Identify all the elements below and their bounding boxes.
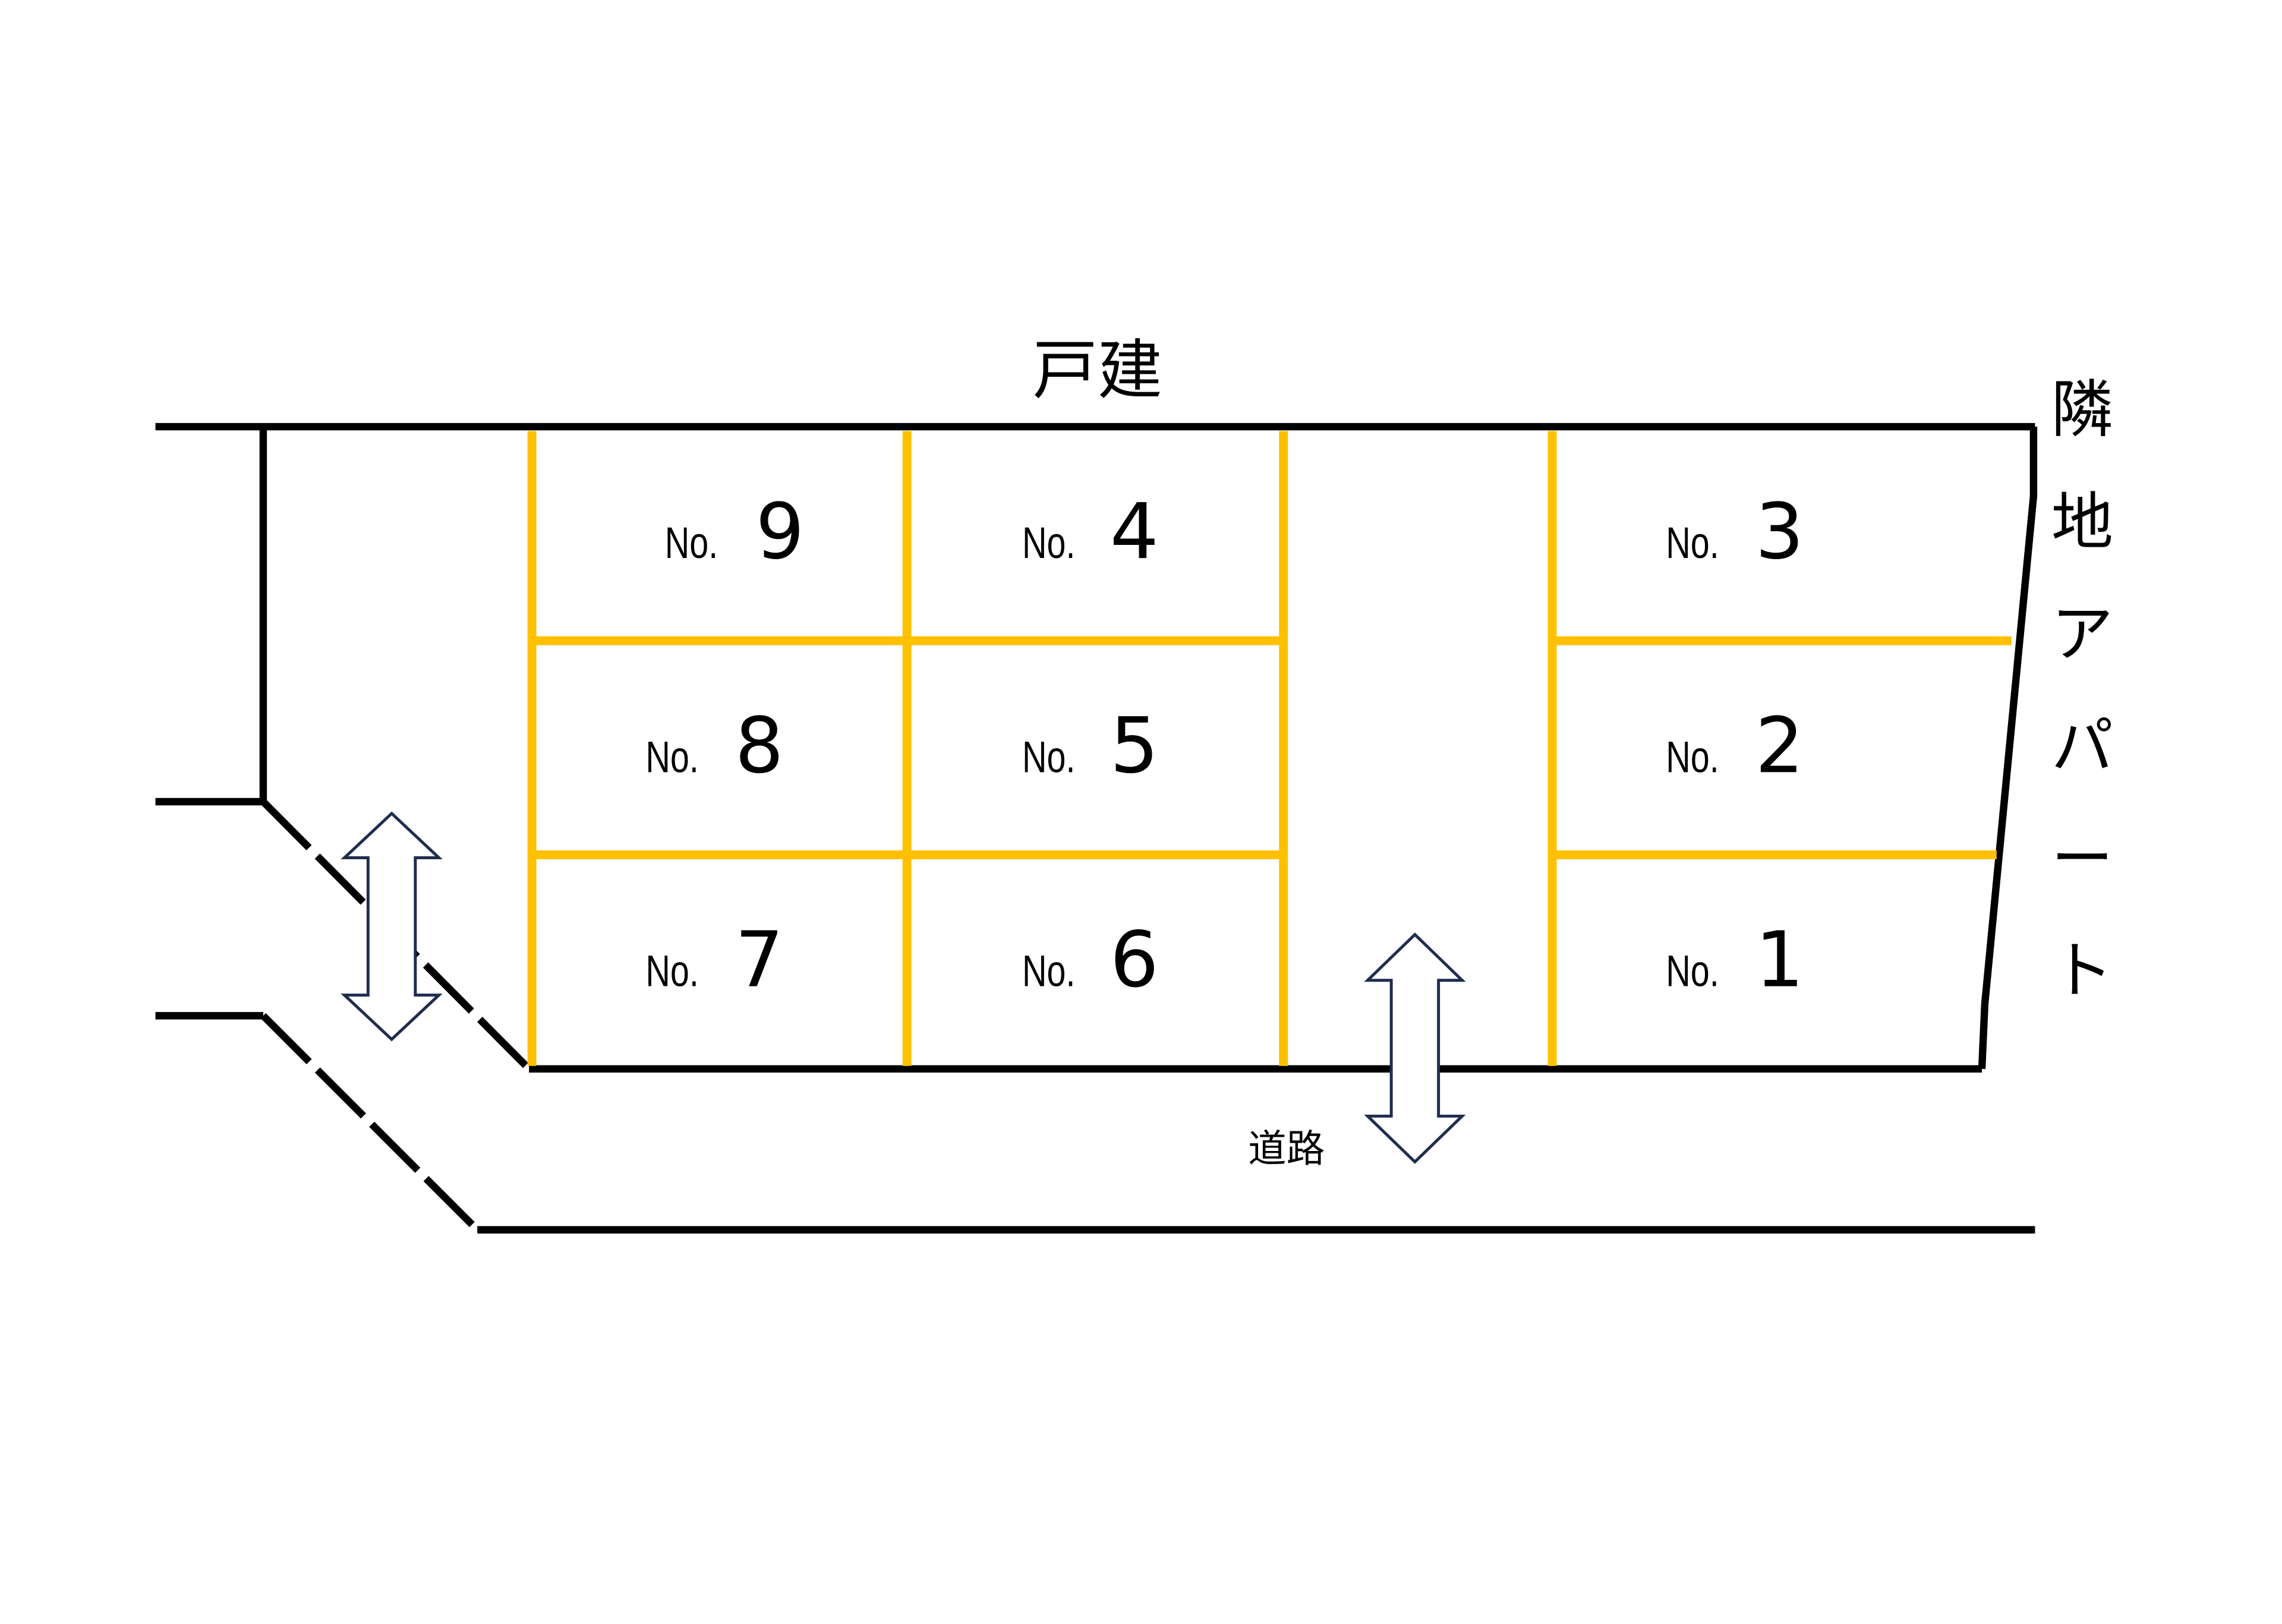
stall-number: 7 [735, 916, 784, 1005]
stall-no-prefix: No. [645, 947, 698, 996]
stall-number: 8 [735, 701, 784, 790]
stall-no-prefix: No. [645, 732, 698, 781]
right-label-char: ア [2051, 598, 2113, 670]
stall-3: No. 3 [1666, 487, 1804, 576]
stall-9: No. 9 [665, 487, 805, 576]
top-label: 戸建 [1032, 333, 1162, 408]
stall-2: No. 2 [1666, 701, 1804, 790]
left-building-edge [155, 427, 267, 806]
stall-no-prefix: No. [1666, 732, 1719, 781]
arrows [341, 811, 1466, 1164]
road-edge-diagonal-dashed [260, 1013, 480, 1233]
stall-number: 6 [1110, 916, 1159, 1005]
stall-no-prefix: No. [665, 518, 718, 567]
right-label-char: 隣 [2051, 373, 2113, 446]
lot-boundary [155, 422, 2038, 1234]
double-arrow-icon [341, 811, 443, 1042]
stall-8: No. 8 [645, 701, 783, 790]
stall-number: 5 [1110, 701, 1159, 790]
stall-no-prefix: No. [1666, 518, 1719, 567]
stall-1: No. 1 [1666, 916, 1804, 1005]
stall-4: No. 4 [1022, 487, 1159, 576]
right-label-char: ー [2051, 822, 2113, 895]
stall-number: 3 [1755, 487, 1804, 576]
stall-7: No. 7 [645, 916, 783, 1005]
stall-number: 9 [755, 487, 804, 576]
stall-no-prefix: No. [1666, 947, 1719, 996]
stalls: No.1No.2No.3No.4No.5No.6No.7No.8No.9 [645, 487, 1804, 1005]
stall-number: 2 [1755, 701, 1804, 790]
double-arrow-icon [1364, 932, 1466, 1164]
right-label-char: 地 [2051, 485, 2113, 558]
right-label-char: ト [2051, 935, 2113, 1007]
stall-number: 1 [1755, 916, 1804, 1005]
right-boundary [1978, 427, 2038, 1070]
stall-6: No. 6 [1022, 916, 1159, 1005]
stall-no-prefix: No. [1022, 947, 1075, 996]
stall-lines [527, 431, 2012, 1066]
stall-5: No. 5 [1022, 701, 1159, 790]
stall-no-prefix: No. [1022, 732, 1075, 781]
right-label-char: パ [2051, 710, 2113, 783]
road-label: 道路 [1248, 1127, 1325, 1171]
stall-number: 4 [1110, 487, 1159, 576]
stall-no-prefix: No. [1022, 518, 1075, 567]
